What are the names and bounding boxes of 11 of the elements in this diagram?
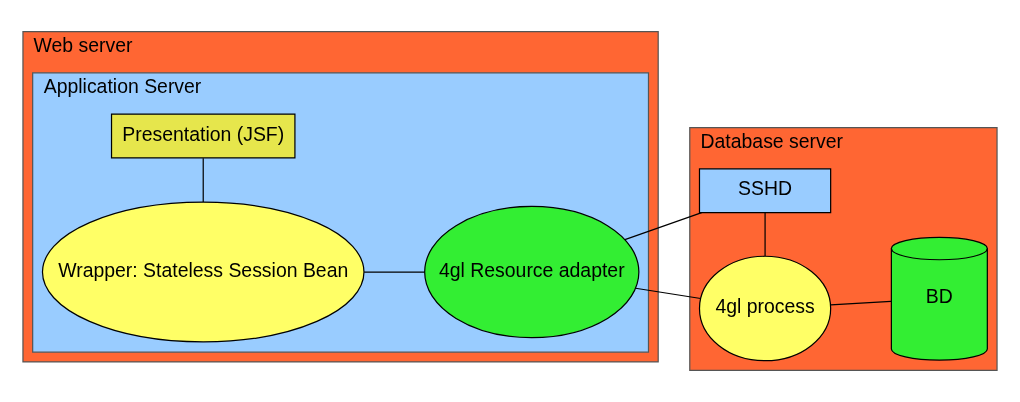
node-ellipse: Wrapper: Stateless Session Bean (41, 201, 365, 343)
connector (363, 271, 426, 273)
connector (635, 287, 702, 300)
connector (624, 212, 703, 241)
node-ellipse: 4gl process (698, 255, 832, 362)
connector (764, 212, 766, 257)
node-ellipse: 4gl Resource adapter (424, 205, 640, 339)
node-box: SSHD (698, 168, 832, 214)
connector (830, 300, 892, 306)
connector (202, 157, 204, 203)
node-box: Presentation (JSF) (110, 113, 296, 159)
